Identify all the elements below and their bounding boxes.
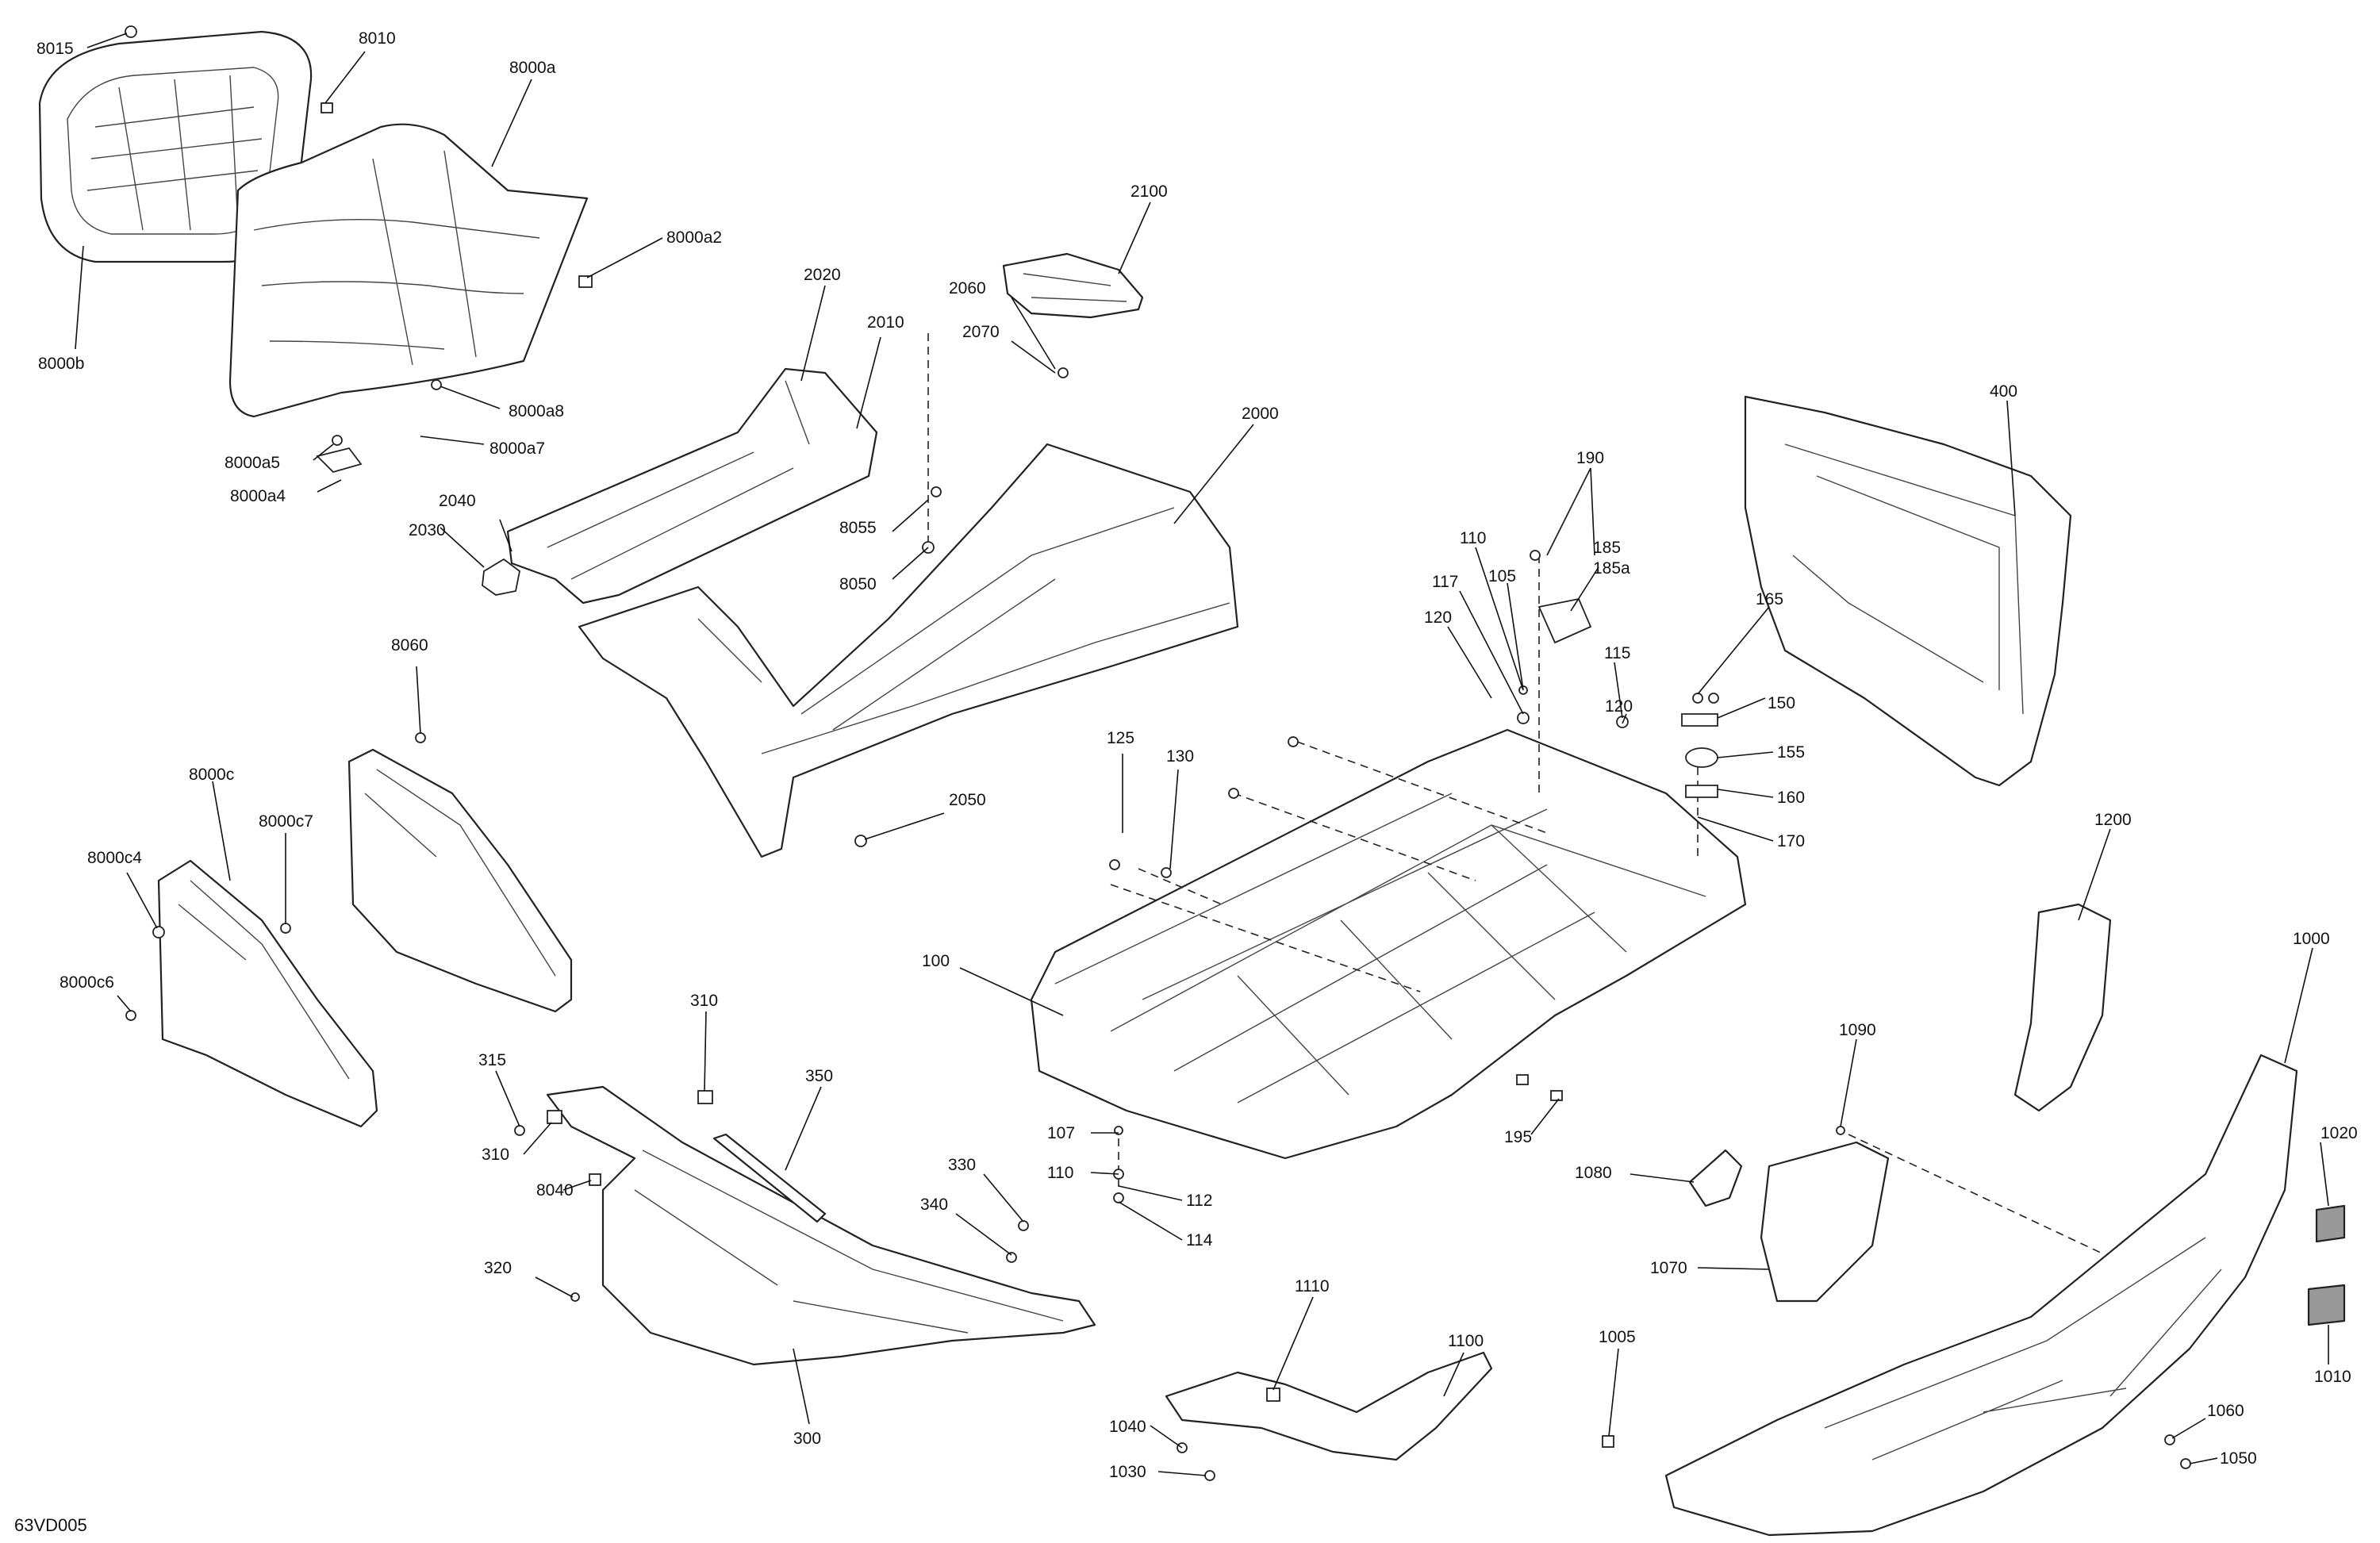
callout-8050: 8050 <box>839 575 877 593</box>
callout-2000: 2000 <box>1242 405 1279 423</box>
callout-120: 120 <box>1424 608 1452 627</box>
callout-195: 195 <box>1504 1128 1532 1146</box>
callout-1010: 1010 <box>2314 1368 2351 1386</box>
callout-1100: 1100 <box>1448 1332 1484 1350</box>
callout-190: 190 <box>1576 449 1604 467</box>
callout-1080: 1080 <box>1575 1164 1612 1182</box>
part-2010-panel <box>506 367 878 605</box>
callout-2060: 2060 <box>949 279 986 297</box>
callout-1090: 1090 <box>1839 1021 1876 1039</box>
callout-400: 400 <box>1990 382 2017 401</box>
callout-120b: 120 <box>1605 697 1633 716</box>
callout-2040: 2040 <box>439 492 476 510</box>
callout-114: 114 <box>1186 1231 1213 1249</box>
callout-8000b: 8000b <box>38 355 84 373</box>
callout-340: 340 <box>920 1196 948 1214</box>
callout-8000a: 8000a <box>509 59 556 77</box>
callout-8000c6: 8000c6 <box>60 973 114 992</box>
callout-1030: 1030 <box>1109 1463 1146 1481</box>
callout-8000a5: 8000a5 <box>225 454 280 472</box>
callout-185: 185 <box>1593 539 1621 557</box>
part-8060-side-panel <box>347 748 573 1013</box>
part-1070-bracket <box>1760 1141 1890 1303</box>
callout-8000c7: 8000c7 <box>259 812 313 831</box>
callout-100: 100 <box>922 952 950 970</box>
part-300-lower-cover <box>546 1085 1096 1366</box>
callout-1020: 1020 <box>2320 1124 2358 1142</box>
callout-155: 155 <box>1777 743 1805 762</box>
callout-125: 125 <box>1107 729 1134 747</box>
callout-185a: 185a <box>1593 559 1630 578</box>
part-1200-bracket <box>2013 903 2112 1112</box>
assembly-lines <box>927 333 2103 1254</box>
part-1000-front-bumper <box>1664 1054 2298 1537</box>
part-2100-bracket <box>1002 252 1144 319</box>
callout-300: 300 <box>793 1430 821 1448</box>
callout-8000c4: 8000c4 <box>87 849 142 867</box>
callout-112: 112 <box>1186 1192 1212 1210</box>
callout-117: 117 <box>1432 573 1458 591</box>
part-350-strip <box>712 1133 827 1223</box>
callout-1050: 1050 <box>2220 1449 2257 1468</box>
callout-8010: 8010 <box>359 29 396 48</box>
callout-310b: 310 <box>482 1146 509 1164</box>
callout-1070: 1070 <box>1650 1259 1687 1277</box>
callout-1005: 1005 <box>1599 1328 1636 1346</box>
callout-8000a7: 8000a7 <box>489 439 545 458</box>
callout-8000a4: 8000a4 <box>230 487 286 505</box>
callout-320: 320 <box>484 1259 512 1277</box>
part-2030-cap <box>482 558 520 596</box>
part-8000a-visor <box>228 123 589 418</box>
callout-350: 350 <box>805 1067 833 1085</box>
part-1100-lower-trim <box>1165 1351 1493 1461</box>
callout-2100: 2100 <box>1130 182 1168 201</box>
callout-160: 160 <box>1777 789 1805 807</box>
callout-8000c: 8000c <box>189 766 234 784</box>
callout-8000a8: 8000a8 <box>509 402 564 420</box>
part-2000-dashboard <box>578 443 1239 858</box>
callout-115: 115 <box>1604 644 1630 662</box>
callout-1200: 1200 <box>2094 811 2132 829</box>
callout-8040: 8040 <box>536 1181 574 1199</box>
callout-105: 105 <box>1488 567 1516 585</box>
callout-150: 150 <box>1768 694 1795 712</box>
callout-8060: 8060 <box>391 636 428 654</box>
part-100-floor-frame <box>1030 728 1747 1160</box>
part-1020-decal <box>2315 1204 2346 1243</box>
callout-130: 130 <box>1166 747 1194 766</box>
callout-110: 110 <box>1460 529 1486 547</box>
callout-107: 107 <box>1047 1124 1075 1142</box>
callout-110b: 110 <box>1047 1164 1073 1182</box>
part-400-rear-panel <box>1744 395 2072 787</box>
part-8000c-side-panel <box>157 859 378 1128</box>
callout-1040: 1040 <box>1109 1418 1146 1436</box>
part-1080 <box>1688 1149 1743 1207</box>
callout-2030: 2030 <box>409 521 446 539</box>
callout-2020: 2020 <box>804 266 841 284</box>
callout-1060: 1060 <box>2207 1402 2244 1420</box>
callout-2010: 2010 <box>867 313 904 332</box>
callout-labels: 8015 8010 8000a 8000a2 8000b 8000a8 8000… <box>36 29 2358 1481</box>
callout-1110: 1110 <box>1295 1277 1330 1295</box>
callout-165: 165 <box>1756 590 1783 608</box>
callout-8015: 8015 <box>36 40 74 58</box>
callout-330: 330 <box>948 1156 976 1174</box>
callout-310: 310 <box>690 992 718 1010</box>
callout-2070: 2070 <box>962 323 1000 341</box>
callout-8000a2: 8000a2 <box>666 228 722 247</box>
drawing-code: 63VD005 <box>14 1515 87 1535</box>
callout-2050: 2050 <box>949 791 986 809</box>
callout-1000: 1000 <box>2293 930 2330 948</box>
callout-315: 315 <box>478 1051 506 1069</box>
callout-8055: 8055 <box>839 519 877 537</box>
part-1010-decal <box>2307 1284 2346 1326</box>
callout-170: 170 <box>1777 832 1805 850</box>
leader-lines <box>75 33 2329 1476</box>
